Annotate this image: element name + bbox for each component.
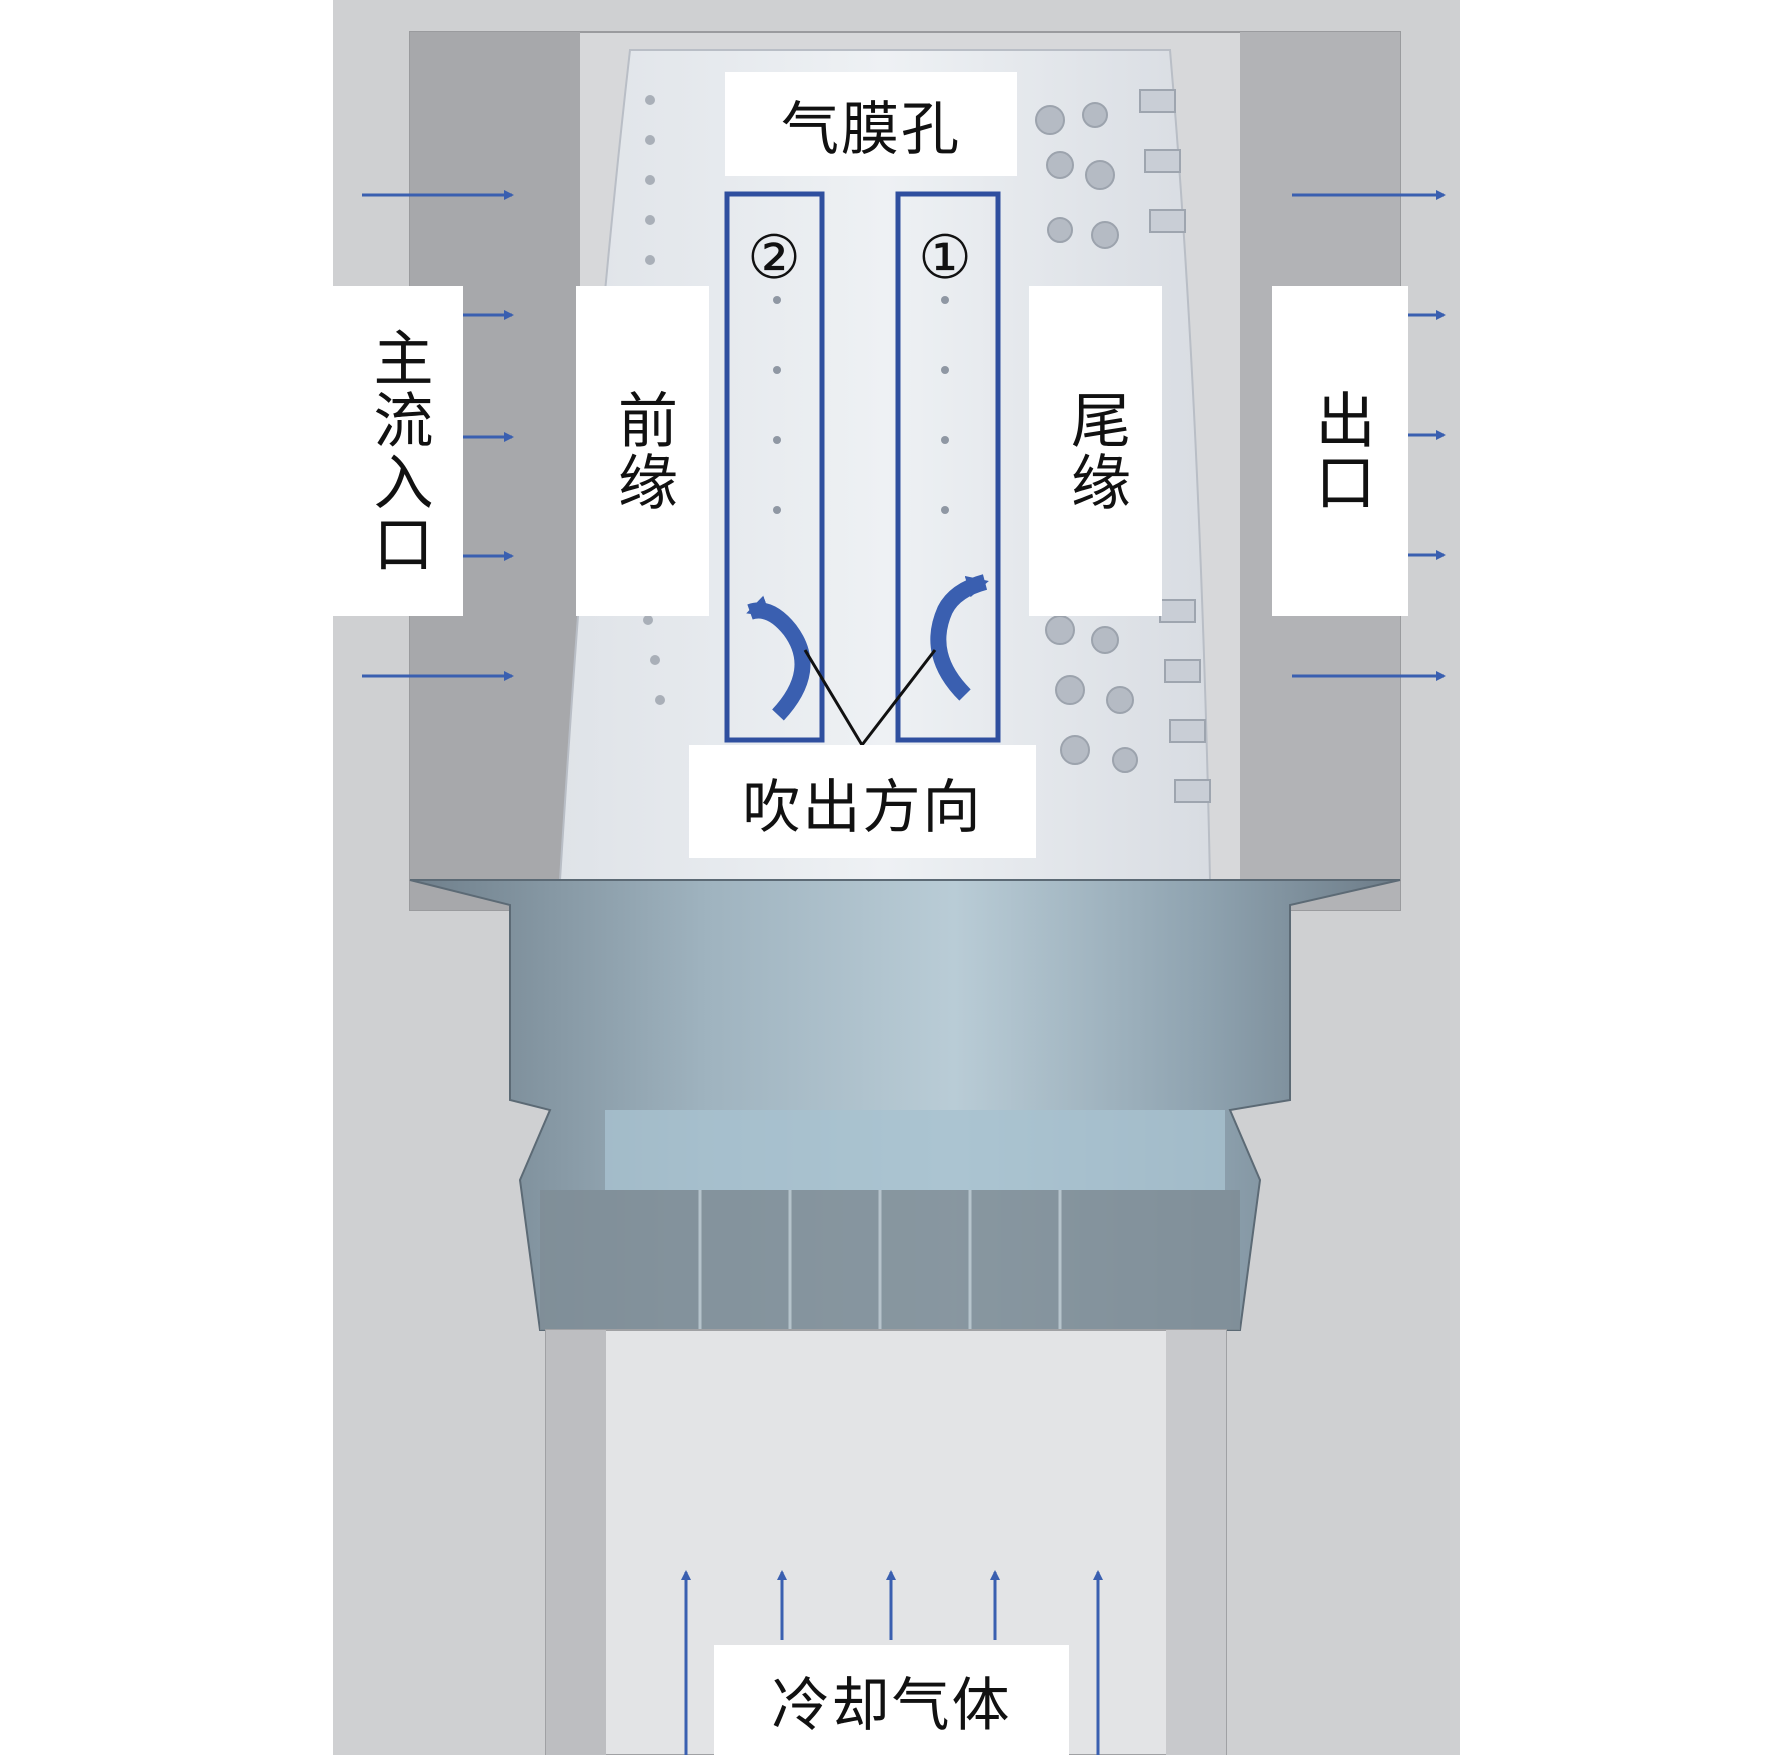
cooling-arrows (681, 1570, 1103, 1755)
film-hole-row-1-box (895, 191, 1001, 743)
film-hole-pattern-left (643, 95, 665, 705)
film-hole-row-2-box (724, 191, 825, 743)
film-hole-pattern-right (1035, 102, 1138, 773)
root-lower (540, 1190, 1240, 1330)
cooling-gas-label: 冷却气体 (714, 1645, 1069, 1755)
blow-direction-label: 吹出方向 (689, 745, 1036, 858)
outlet-arrows (1292, 190, 1446, 681)
cooling-inlet-wall-right (1166, 1330, 1226, 1755)
trailing-edge-label: 尾缘 (1029, 286, 1162, 616)
blow-arrow-left (746, 595, 811, 721)
film-holes-label: 气膜孔 (725, 72, 1017, 176)
inlet-arrows (362, 190, 514, 681)
row-hole-dots (773, 296, 949, 514)
outlet-label: 出口 (1272, 286, 1408, 616)
row-2-number: ② (747, 223, 801, 293)
internal-channels (698, 1190, 1062, 1330)
trailing-edge-slots (1139, 89, 1211, 803)
leading-edge-label: 前缘 (576, 286, 709, 616)
blow-arrow-right (930, 574, 989, 701)
row-1-number: ① (918, 223, 972, 293)
main-inlet-label: 主流入口 (333, 286, 463, 616)
cooling-inlet-wall-left (546, 1330, 606, 1755)
root-band (605, 1110, 1225, 1190)
